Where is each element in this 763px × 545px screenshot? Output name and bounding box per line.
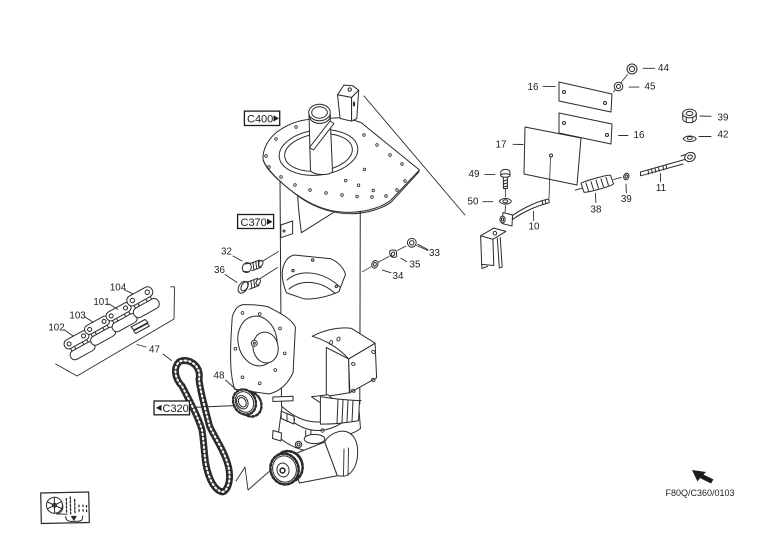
svg-text:F80Q/C360/0103: F80Q/C360/0103 — [665, 488, 734, 498]
svg-text:C400: C400 — [247, 114, 273, 126]
svg-text:42: 42 — [718, 130, 729, 141]
svg-text:104: 104 — [110, 282, 127, 293]
svg-text:16: 16 — [528, 82, 539, 93]
svg-text:10: 10 — [529, 221, 540, 232]
svg-text:36: 36 — [214, 265, 225, 276]
svg-text:48: 48 — [214, 371, 225, 382]
svg-text:11: 11 — [656, 183, 666, 194]
svg-text:16: 16 — [634, 130, 645, 141]
svg-text:C370: C370 — [241, 217, 267, 229]
svg-text:17: 17 — [496, 139, 507, 150]
svg-text:34: 34 — [393, 271, 404, 282]
svg-text:33: 33 — [429, 248, 440, 259]
svg-text:44: 44 — [658, 63, 669, 74]
svg-text:38: 38 — [591, 204, 602, 215]
svg-text:39: 39 — [621, 194, 632, 205]
svg-text:47: 47 — [149, 344, 160, 355]
svg-text:35: 35 — [410, 259, 421, 270]
svg-text:32: 32 — [221, 247, 232, 258]
svg-text:C320: C320 — [163, 403, 189, 415]
svg-text:45: 45 — [645, 81, 656, 92]
svg-text:49: 49 — [469, 169, 480, 180]
svg-text:103: 103 — [69, 311, 86, 322]
svg-text:50: 50 — [468, 196, 479, 207]
svg-text:102: 102 — [48, 323, 64, 334]
svg-text:101: 101 — [93, 297, 109, 308]
svg-text:39: 39 — [718, 113, 729, 124]
